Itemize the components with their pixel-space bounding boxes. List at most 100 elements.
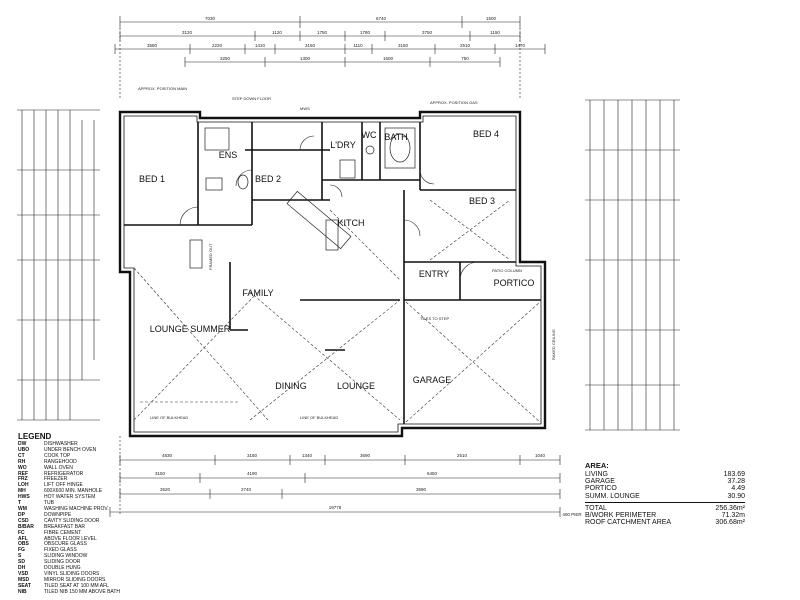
legend-code: WM bbox=[18, 505, 27, 512]
dim-label: 7030 bbox=[205, 16, 216, 21]
dim-label-overall: 19778 bbox=[329, 505, 342, 510]
area-total-label: TOTAL bbox=[585, 504, 607, 512]
legend-desc: COOK TOP bbox=[44, 452, 71, 459]
dim-label: 3150 bbox=[398, 43, 409, 48]
dim-label: 3150 bbox=[247, 453, 258, 458]
room-dining-label: DINING bbox=[275, 381, 307, 391]
legend-desc: BREAKFAST BAR bbox=[44, 523, 86, 530]
top-dimensions bbox=[114, 16, 546, 100]
dim-label: 6740 bbox=[376, 16, 387, 21]
room-labels: BED 1 ENS BED 2 WC BATH L'DRY BED 4 BED … bbox=[139, 129, 534, 391]
legend-desc: WALL OVEN bbox=[44, 464, 73, 471]
legend-desc: UNDER BENCH OVEN bbox=[44, 446, 97, 453]
legend-desc: TILED NIB 150 MM ABOVE BATH bbox=[44, 588, 121, 595]
dim-label: 4830 bbox=[162, 453, 173, 458]
dim-label: 3150 bbox=[155, 471, 166, 476]
area-label: SUMM. LOUNGE bbox=[585, 492, 640, 500]
dim-label: 1040 bbox=[535, 453, 546, 458]
note: MWS bbox=[300, 106, 310, 111]
legend-row: T TUB bbox=[18, 500, 178, 507]
legend-code: DH bbox=[18, 565, 26, 572]
area-perimeter-value: 71.32m bbox=[721, 512, 745, 520]
dim-label: 3580 bbox=[147, 43, 158, 48]
legend-desc: 600X600 MIN. MANHOLE bbox=[44, 488, 103, 495]
legend-row: MH 600X600 MIN. MANHOLE bbox=[18, 488, 178, 495]
note: STEP DOWN FLOOR bbox=[232, 96, 271, 101]
plan-notes: APPROX. POSITION MAIN STEP DOWN FLOOR AP… bbox=[138, 86, 556, 420]
legend-code: B/BAR bbox=[18, 523, 34, 530]
legend-row: SD SLIDING DOOR bbox=[18, 559, 178, 566]
dim-label: 1340 bbox=[302, 453, 313, 458]
legend-code: MH bbox=[18, 488, 26, 495]
room-lounge-label: LOUNGE bbox=[337, 381, 375, 391]
note: LINE OF BULKHEAD bbox=[150, 415, 188, 420]
door-swings bbox=[179, 135, 479, 281]
note: PATIO COLUMN bbox=[492, 268, 522, 273]
legend-row: B/BAR BREAKFAST BAR bbox=[18, 523, 178, 531]
room-garage-label: GARAGE bbox=[413, 375, 452, 385]
legend-code: SD bbox=[18, 559, 25, 566]
area-divider bbox=[585, 501, 745, 503]
legend-code: LOH bbox=[18, 482, 29, 489]
dim-label: 2510 bbox=[460, 43, 471, 48]
legend-row: HWS HOT WATER SYSTEM bbox=[18, 494, 178, 501]
area-roof-value: 306.68m² bbox=[715, 519, 745, 527]
legend-desc: VINYL SLIDING DOORS bbox=[44, 570, 100, 577]
room-bed2-label: BED 2 bbox=[255, 174, 281, 184]
legend-desc: CAVITY SLIDING DOOR bbox=[44, 517, 100, 524]
area-perimeter-row: B/WORK PERIMETER 71.32m bbox=[585, 512, 745, 519]
area-label: LIVING bbox=[585, 471, 608, 478]
dim-label: 3150 bbox=[305, 43, 316, 48]
room-bed4-label: BED 4 bbox=[473, 129, 499, 139]
room-entry-label: ENTRY bbox=[419, 269, 449, 279]
dim-label: 1600 bbox=[383, 56, 394, 61]
room-lounge-summer-label: LOUNGE SUMMER bbox=[150, 324, 231, 334]
left-dimensions bbox=[17, 109, 100, 421]
legend-desc: FREEZER bbox=[44, 476, 68, 483]
dim-label: 1120 bbox=[272, 30, 282, 35]
legend-desc: RANGEHOOD bbox=[44, 458, 77, 465]
legend-code: T bbox=[18, 500, 22, 507]
dim-label: 4190 bbox=[247, 471, 258, 476]
bottom-dimensions bbox=[109, 436, 561, 517]
legend-desc: TUB bbox=[44, 500, 54, 507]
area-value: 37.28 bbox=[727, 478, 745, 486]
legend-code: FC bbox=[18, 529, 25, 536]
legend-desc: LIFT OFF HINGE bbox=[44, 482, 83, 489]
dim-label: 1780 bbox=[360, 30, 371, 35]
legend-desc: DOUBLE HUNG bbox=[44, 565, 81, 572]
note: FRAMED OUT bbox=[208, 243, 213, 270]
room-wc-label: WC bbox=[362, 130, 377, 140]
legend-desc: MIRROR SLIDING DOORS bbox=[44, 576, 106, 583]
legend-desc: DOWNPIPE bbox=[44, 511, 72, 518]
legend-code: FG bbox=[18, 547, 25, 554]
legend-code: NIB bbox=[18, 588, 27, 595]
dim-label: 1500 bbox=[486, 16, 497, 21]
legend-row: VSD VINYL SLIDING DOORS bbox=[18, 570, 178, 578]
legend-code: HWS bbox=[18, 494, 30, 501]
legend-desc: HOT WATER SYSTEM bbox=[44, 494, 96, 501]
dim-label: 2220 bbox=[212, 43, 223, 48]
room-ldry-label: L'DRY bbox=[330, 140, 356, 150]
note: LINE OF BULKHEAD bbox=[300, 415, 338, 420]
legend-desc: SLIDING DOOR bbox=[44, 559, 81, 566]
dim-label: 1470 bbox=[515, 43, 526, 48]
legend-code: REF bbox=[18, 470, 28, 477]
legend-code: VSD bbox=[18, 570, 29, 577]
area-label: PORTICO bbox=[585, 485, 617, 493]
dim-label: 3520 bbox=[160, 487, 171, 492]
